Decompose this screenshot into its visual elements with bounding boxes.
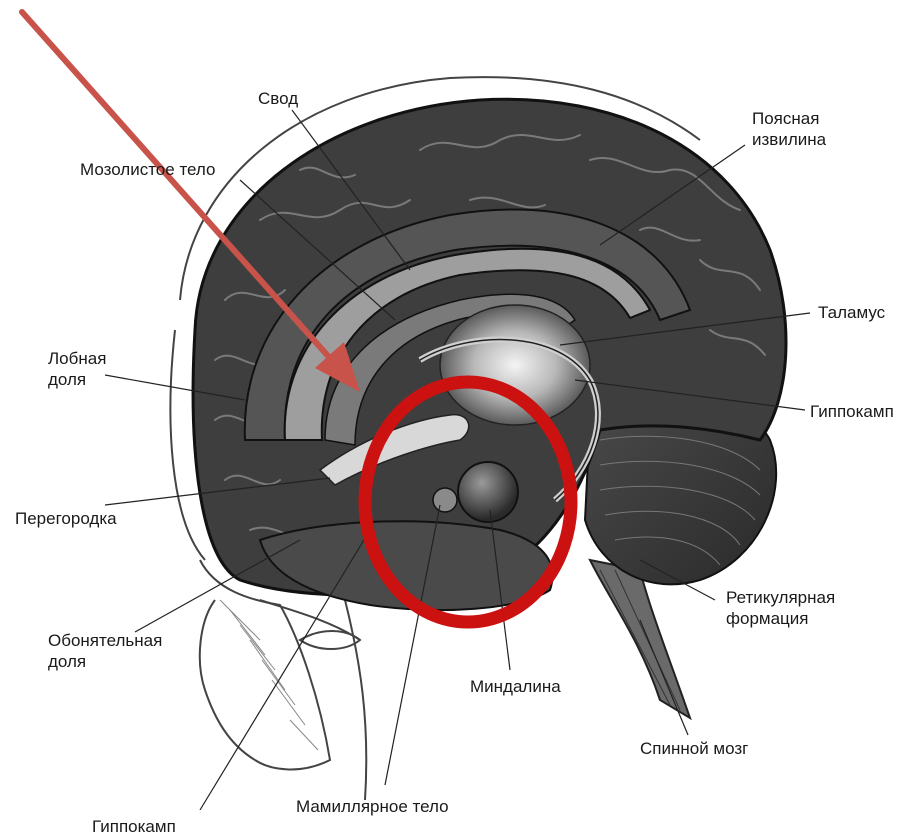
label-hippocampus-right: Гиппокамп (810, 402, 894, 421)
label-thalamus: Таламус (818, 303, 886, 322)
label-frontal-2: доля (48, 370, 86, 389)
label-amygdala: Миндалина (470, 677, 561, 696)
label-reticular-1: Ретикулярная (726, 588, 835, 607)
label-olfactory-1: Обонятельная (48, 631, 162, 650)
label-svod: Свод (258, 89, 298, 108)
label-hippocampus-bottom: Гиппокамп (92, 817, 176, 836)
amygdala (458, 462, 518, 522)
mammillary-body (433, 488, 457, 512)
label-olfactory-2: доля (48, 652, 86, 671)
label-frontal-1: Лобная (48, 349, 106, 368)
label-cingulate-1: Поясная (752, 109, 819, 128)
thalamus (440, 305, 590, 425)
label-spinal-cord: Спинной мозг (640, 739, 748, 758)
label-septum: Перегородка (15, 509, 117, 528)
label-reticular-2: формация (726, 609, 808, 628)
face-shading (220, 600, 318, 750)
label-cingulate-2: извилина (752, 130, 827, 149)
label-corpus-callosum: Мозолистое тело (80, 160, 216, 179)
label-mammillary-body: Мамиллярное тело (296, 797, 449, 816)
